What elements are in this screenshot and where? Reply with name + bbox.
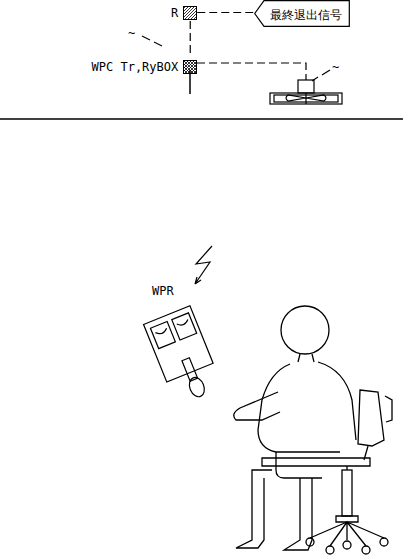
ceiling-line <box>0 118 403 119</box>
seated-person <box>234 306 392 554</box>
leader-line <box>154 42 162 46</box>
device-symbol <box>183 6 197 20</box>
signal-wire <box>190 21 191 56</box>
node-label: R <box>171 6 178 20</box>
relay-box: R <box>171 2 197 21</box>
mounting-pole <box>189 70 191 94</box>
node-label: WPC Tr,RyBOX <box>92 60 179 74</box>
leader-line <box>142 36 150 40</box>
wireless-symbol <box>195 246 212 284</box>
transformer-relay-box: WPC Tr,RyBOX <box>92 56 198 75</box>
ac-symbol: ~ <box>332 60 339 74</box>
device-symbol <box>183 60 197 74</box>
signal-wire <box>197 12 254 13</box>
signal-tag: 最終退出信号 <box>254 0 350 27</box>
symbol-holder <box>183 60 197 74</box>
signal-wire <box>197 63 306 80</box>
tag-shape <box>255 1 350 27</box>
ac-symbol: ~ <box>128 26 135 40</box>
symbol-holder <box>183 6 197 20</box>
wpr-receiver <box>144 306 223 406</box>
leader-line <box>322 70 330 75</box>
fan-unit <box>270 80 342 104</box>
node-label: 最終退出信号 <box>270 8 342 22</box>
device-label: WPR <box>152 284 174 298</box>
